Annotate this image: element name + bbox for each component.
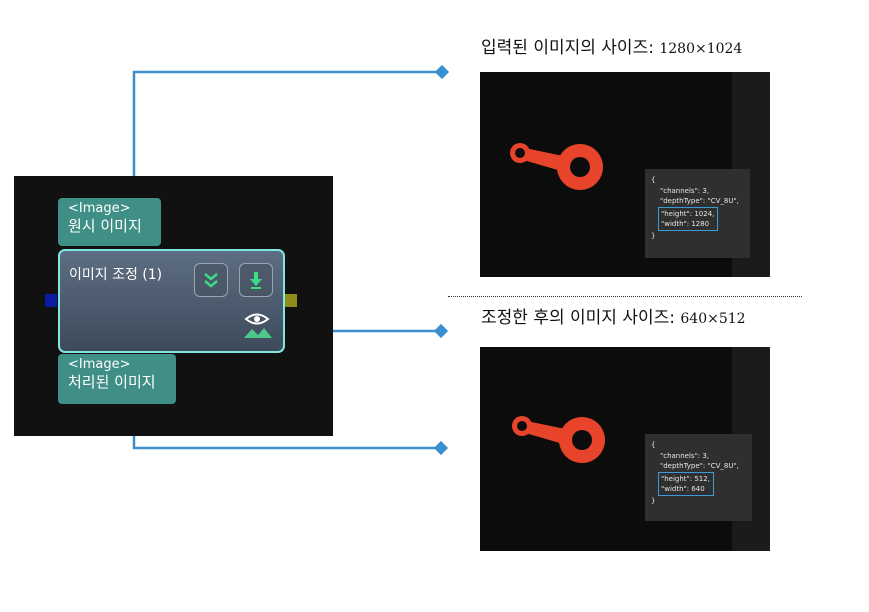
- collapse-button[interactable]: [194, 263, 228, 297]
- diamond-marker: [433, 323, 449, 339]
- input-size-caption: 입력된 이미지의 사이즈: 1280×1024: [481, 33, 742, 58]
- input-image-preview: { "channels": 3, "depthType": "CV_8U", "…: [480, 72, 770, 277]
- info-open: {: [651, 176, 656, 184]
- info-height: "height": 512,: [661, 474, 710, 483]
- output-image-preview: { "channels": 3, "depthType": "CV_8U", "…: [480, 347, 770, 551]
- info-close: }: [651, 231, 656, 240]
- connecting-rod-part: [512, 416, 605, 463]
- left-side-port[interactable]: [45, 294, 57, 307]
- size-highlight-box: "height": 1024, "width": 1280: [658, 206, 719, 231]
- output-size-caption: 조정한 후의 이미지 사이즈: 640×512: [481, 303, 746, 328]
- eye-image-icon[interactable]: [240, 311, 274, 343]
- input-port-tag[interactable]: <Image> 원시 이미지: [58, 198, 161, 246]
- connector-input: [132, 70, 441, 189]
- diamond-marker: [433, 440, 449, 456]
- info-depth: "depthType": "CV_8U",: [660, 197, 739, 205]
- connecting-rod-part: [510, 143, 603, 190]
- download-arrow-icon: [250, 272, 262, 289]
- input-dimensions: 1280×1024: [659, 41, 743, 57]
- info-close: }: [651, 496, 656, 505]
- input-port-type: <Image>: [68, 201, 131, 216]
- node-graph-canvas: <Image> 원시 이미지 이미지 조정 (1) <Image> 처리된 이: [14, 176, 333, 436]
- output-port-tag[interactable]: <Image> 처리된 이미지: [58, 354, 176, 404]
- output-caption-text: 조정한 후의 이미지 사이즈:: [481, 308, 675, 328]
- info-height: "height": 1024,: [661, 209, 715, 218]
- image-info-box: { "channels": 3, "depthType": "CV_8U", "…: [645, 169, 750, 258]
- section-divider: [448, 296, 802, 297]
- image-info-box: { "channels": 3, "depthType": "CV_8U", "…: [645, 434, 752, 521]
- diamond-marker: [434, 64, 450, 80]
- double-chevron-down-icon: [204, 273, 218, 288]
- download-button[interactable]: [239, 263, 273, 297]
- adjust-image-node[interactable]: 이미지 조정 (1): [58, 249, 285, 353]
- info-depth: "depthType": "CV_8U",: [660, 462, 739, 470]
- info-channels: "channels": 3,: [660, 451, 710, 460]
- node-title: 이미지 조정 (1): [69, 267, 163, 283]
- info-width: "width": 640: [661, 485, 705, 493]
- size-highlight-box: "height": 512, "width": 640: [658, 471, 714, 496]
- info-open: {: [651, 441, 656, 449]
- output-port-type: <Image>: [68, 357, 131, 372]
- output-dimensions: 640×512: [680, 311, 746, 327]
- info-width: "width": 1280: [661, 220, 710, 228]
- info-channels: "channels": 3,: [660, 186, 710, 195]
- output-port-name: 처리된 이미지: [68, 373, 156, 391]
- input-port-name: 원시 이미지: [68, 217, 142, 235]
- right-side-port[interactable]: [285, 294, 297, 307]
- input-caption-text: 입력된 이미지의 사이즈:: [481, 38, 654, 58]
